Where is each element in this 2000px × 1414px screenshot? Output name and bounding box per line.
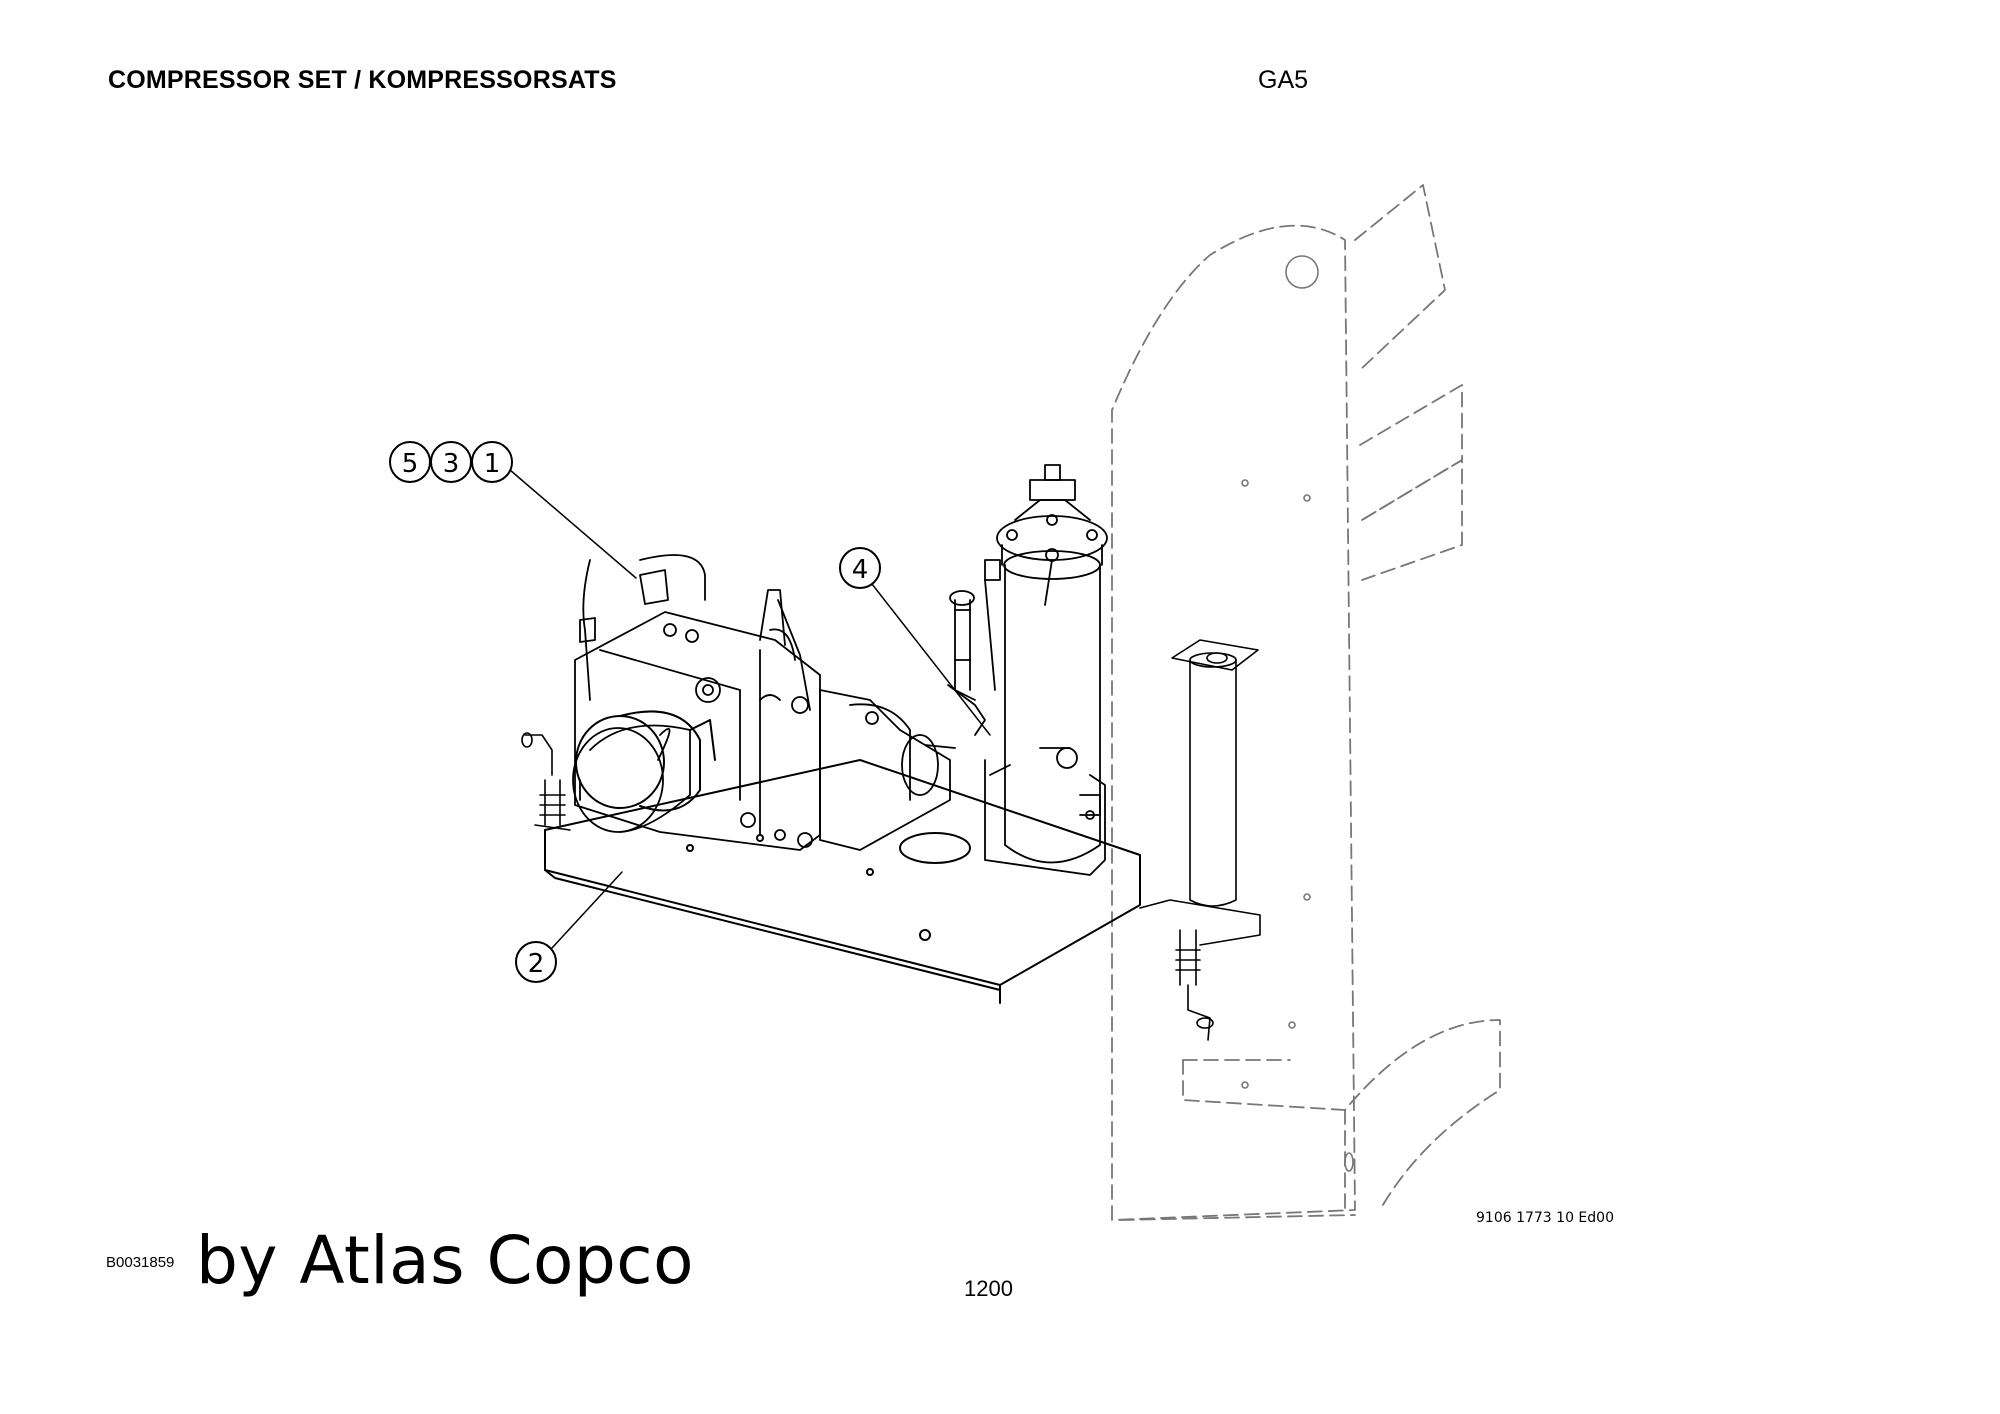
callout-4[interactable] bbox=[839, 547, 881, 589]
callout-1[interactable] bbox=[471, 441, 513, 483]
connection-pipe bbox=[947, 590, 986, 736]
frame-holes bbox=[1241, 255, 1354, 1172]
drawing-number: 9106 1773 10 Ed00 bbox=[1476, 1210, 1614, 1226]
air-receiver-vessel bbox=[984, 464, 1108, 876]
callout-2[interactable] bbox=[515, 941, 557, 983]
page-title: COMPRESSOR SET / KOMPRESSORSATS bbox=[108, 66, 617, 94]
callout-group-2[interactable] bbox=[515, 871, 623, 983]
reference-code: B0031859 bbox=[106, 1254, 175, 1271]
callout-label-4: 4 bbox=[852, 555, 869, 585]
brand-watermark: by Atlas Copco bbox=[196, 1222, 694, 1299]
callout-label-5: 5 bbox=[402, 449, 419, 479]
callout-label-2: 2 bbox=[528, 949, 545, 979]
left-latch bbox=[521, 732, 571, 831]
machine-frame bbox=[1111, 184, 1501, 1221]
mounting-post bbox=[1139, 639, 1261, 1041]
compressor-unit bbox=[572, 554, 821, 851]
page-number: 1200 bbox=[964, 1276, 1013, 1301]
cooler-block bbox=[819, 689, 956, 851]
model-code: GA5 bbox=[1258, 66, 1309, 94]
callout-label-1: 1 bbox=[484, 449, 501, 479]
base-plate bbox=[544, 759, 1141, 1004]
callout-group-5-3-1[interactable] bbox=[389, 441, 637, 579]
filter-cartridge bbox=[575, 710, 716, 812]
callout-group-4[interactable] bbox=[839, 547, 991, 736]
callout-label-3: 3 bbox=[443, 449, 460, 479]
